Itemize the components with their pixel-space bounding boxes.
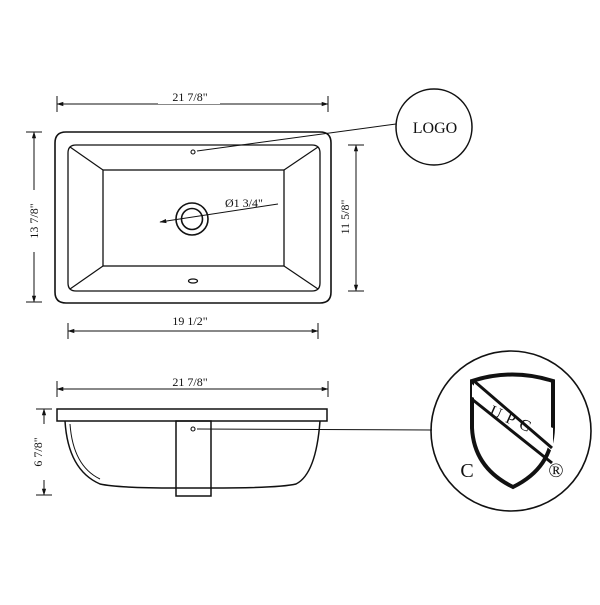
upc-callout-circle <box>430 350 592 512</box>
upc-registered-text: ® <box>548 460 563 482</box>
drain-diameter-dimension: Ø1 3/4" <box>159 196 279 224</box>
side-drain <box>175 420 212 497</box>
top-width-dimension: 21 7/8" <box>56 90 329 112</box>
sink-outer-rim <box>54 131 332 304</box>
side-rim <box>56 408 328 422</box>
side-depth-label: 6 7/8" <box>31 437 45 466</box>
top-height-dimension: 13 7/8" <box>26 131 42 303</box>
upc-shield-icon <box>470 372 555 490</box>
side-view: 21 7/8" 6 7/8" <box>31 374 433 497</box>
drain-diameter-label: Ø1 3/4" <box>225 196 263 210</box>
side-logo-marker <box>190 426 196 432</box>
side-width-label: 21 7/8" <box>172 375 207 389</box>
top-width-label: 21 7/8" <box>172 90 207 104</box>
bowl-slope-lines <box>69 146 319 290</box>
side-width-dimension: 21 7/8" <box>56 374 329 397</box>
logo-callout: LOGO <box>196 88 473 166</box>
top-height-label: 13 7/8" <box>27 203 41 238</box>
overflow-hole <box>187 278 199 284</box>
bowl-width-dimension: 19 1/2" <box>67 314 319 339</box>
bowl-height-dimension: 11 5/8" <box>337 144 364 292</box>
side-depth-dimension: 6 7/8" <box>31 408 52 496</box>
logo-callout-circle <box>395 88 473 166</box>
logo-callout-label: LOGO <box>413 120 457 137</box>
sink-bowl-floor <box>102 169 285 267</box>
sink-bowl-edge <box>67 144 321 292</box>
upc-callout: UPC C ® <box>430 350 592 512</box>
logo-marker <box>190 149 196 155</box>
side-bowl-inner <box>69 423 101 480</box>
upc-c-text: C <box>460 460 473 482</box>
bowl-height-label: 11 5/8" <box>338 200 352 235</box>
bowl-width-label: 19 1/2" <box>172 314 207 328</box>
top-view: 21 7/8" 13 7/8" Ø1 <box>26 90 364 339</box>
